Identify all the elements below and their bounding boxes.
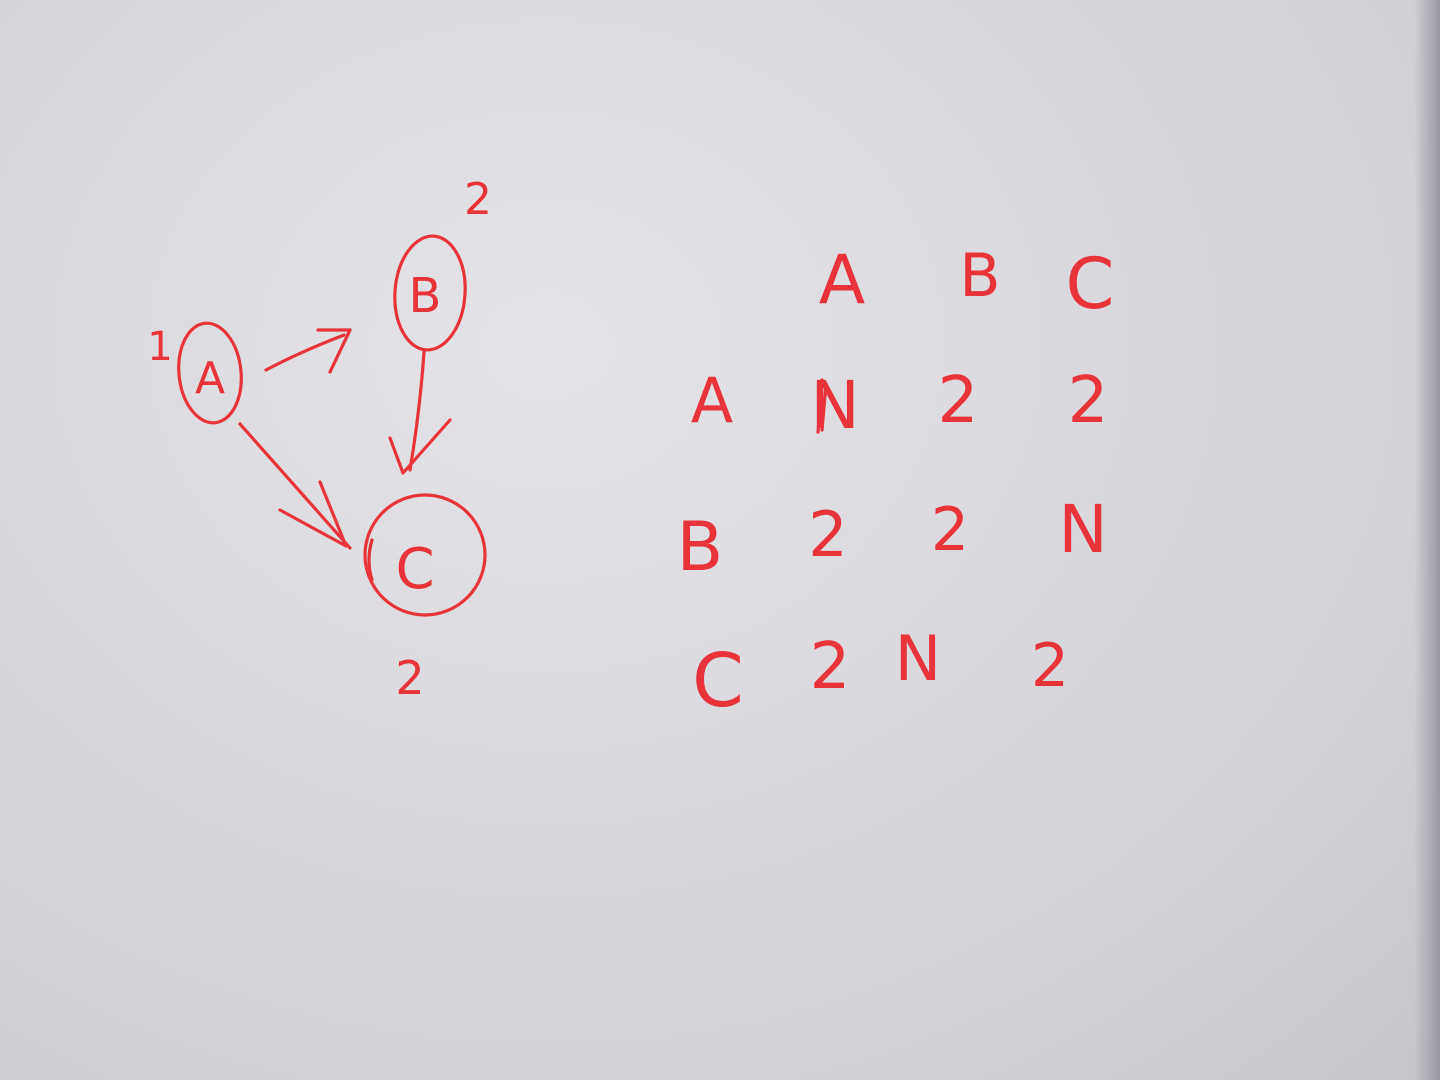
matrix-row-header-c: C [692,638,744,724]
edge-a-to-b [264,328,352,374]
matrix-row-b: B 2 2 N [677,491,1108,587]
node-c-circle [363,493,487,617]
whiteboard-edge [1414,0,1440,1080]
matrix-row-header-a: A [691,364,733,437]
matrix-cell-a-b: 2 [938,364,979,438]
matrix-row-c: C 2 N 2 [692,622,1069,724]
matrix-cell-c-b: N [895,622,941,695]
matrix-column-header-b: B [959,241,1000,311]
graph-node-c: C 2 [363,493,487,705]
adjacency-matrix: A B C A N 2 2 B 2 2 N C 2 N 2 [677,241,1115,724]
edge-a-to-c [238,422,352,550]
matrix-row-a: A N 2 2 [691,364,1109,444]
graph: A 1 B 2 C 2 [147,174,492,705]
node-a-circle [177,321,243,425]
matrix-column-header-c: C [1066,243,1115,325]
matrix-cell-c-c: 2 [1031,631,1069,701]
edge-b-c-arrowhead [388,418,452,475]
matrix-cell-b-c: N [1058,491,1107,568]
graph-node-a: A 1 [147,321,243,425]
matrix-row-header-b: B [677,508,724,587]
graph-node-b: B 2 [393,174,492,352]
node-c-label: C [395,537,434,602]
matrix-cell-b-b: 2 [931,495,969,565]
matrix-cell-c-a: 2 [810,630,851,704]
edge-a-b-line [264,333,346,372]
node-b-label: B [409,268,442,324]
node-c-circle-overlap [367,538,374,582]
node-c-weight: 2 [395,651,424,705]
edge-b-to-c [388,350,452,475]
matrix-cell-b-a: 2 [808,498,847,571]
node-a-weight: 1 [147,324,172,370]
edge-a-c-arrowhead [278,480,348,548]
matrix-cell-a-c: 2 [1068,364,1109,438]
matrix-column-header-a: A [819,241,866,320]
edge-a-c-line [238,422,352,550]
edge-a-b-arrowhead [316,328,352,374]
node-a-label: A [195,353,225,404]
node-b-weight: 2 [464,174,492,225]
matrix-cell-a-a-overwrite [816,378,828,434]
edge-b-c-line [408,350,426,472]
node-b-circle [393,234,467,352]
